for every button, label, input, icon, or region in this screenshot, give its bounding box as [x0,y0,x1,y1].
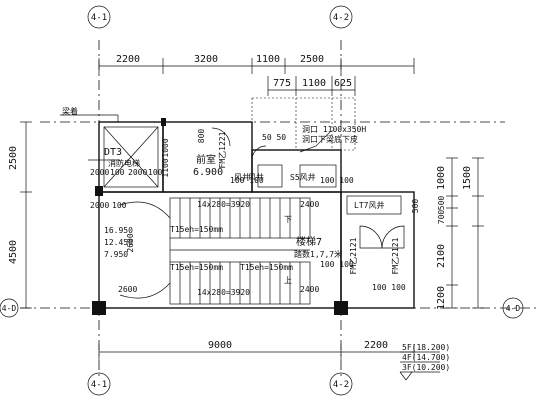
landing-dimension: 2600 [118,285,137,294]
structural-columns [92,118,348,315]
stair-flights [119,197,311,305]
dimension-text: 775 [273,78,291,89]
dimension-text: 1200 [436,286,447,310]
dimension-text: 100 100 [320,176,354,185]
axis-label: 4-D [506,304,521,313]
axis-bubble-top-right: 4-2 [329,5,353,29]
axis-label: 4-2 [333,13,349,23]
level-mark: 12.450 [104,238,133,247]
column [92,301,106,315]
dimension-text: 1000 [161,138,170,157]
column [161,118,166,126]
dimension-text: 100 100 [372,283,406,292]
dimension-text: 1100 [302,78,326,89]
dimension-text: 500 [411,199,420,214]
door-tag: FM乙1221 [218,131,227,168]
axis-bubble-bottom-left: 4-1 [87,372,111,396]
landing-dimension: 2400 [300,200,319,209]
axis-bubble-right-D: 4-D [502,297,524,319]
dimension-text: 2000 [128,168,147,177]
axis-label: 4-D [2,304,17,313]
dimension-text: 2500 [300,54,324,65]
dimension-text: 9000 [208,340,232,351]
dimension-text: 100 100 [230,176,264,185]
door-swings [211,127,405,249]
lobby-level-label: 6.900 [193,167,223,178]
dimension-text: 1500 [462,166,473,190]
dimension-text: 100 [112,201,127,210]
stair-direction-up: 上 [284,276,292,285]
bottom-dimension-chain: 9000 2200 [98,340,415,360]
dimension-text: 2500 [8,146,19,170]
labels: 梁着 DT3 消防电梯 前室 6.900 S5风井 风井 风井 LT7风井 楼梯… [62,106,420,297]
lobby-name-label: 前室 [196,153,216,166]
riser-label: T15eh=150mm [240,263,293,272]
dimension-text: 2000 [90,168,109,177]
axis-bubble-top-left: 4-1 [87,5,111,29]
stair-direction-down: 下 [284,215,292,224]
stair-note-label: 踏数1,7,7米 [294,249,342,259]
top-sub-dimension-chain: 775 1100 625 [267,76,356,96]
floor-level-entry: 4F(14.700) [402,353,450,362]
dimension-text: 50 50 [262,133,286,142]
floor-level-legend: 5F(18.200) 4F(14.700) 3F(10.200) [399,343,450,381]
dimension-text: 100 [110,168,125,177]
floor-level-entry: 3F(10.200) [402,363,450,372]
dimension-text: 500 [437,196,446,211]
stair-flight-label: 14x280=3920 [197,288,250,297]
door-tag: FM乙2121 [391,237,400,274]
door-tag: FM乙2121 [349,237,358,274]
landing-dimension: 2400 [300,285,319,294]
landing-dimension: 2600 [126,233,135,252]
lift-note-label: 消防电梯 [108,158,140,168]
dimension-text: 4500 [8,240,19,264]
axis-bubble-left-D: 4-D [0,298,19,318]
dimension-text: 3200 [194,54,218,65]
opening-note-label: 洞口下梁底下皮 [302,134,358,144]
dimension-text: 700 [437,210,446,225]
section-marks [60,114,331,161]
riser-label: T15eh=150mm [170,263,223,272]
dimension-text: 100 100 [320,260,354,269]
left-dimension-chain: 2500 4500 [8,121,32,309]
level-mark: 16.950 [104,226,133,235]
dimension-text: 1100 [161,158,170,177]
column [334,301,348,315]
vent-shaft-label: 风井 [234,172,250,182]
dimension-text: 2100 [436,244,447,268]
axis-label: 4-1 [91,13,107,23]
axis-bubbles: 4-1 4-2 4-1 4-2 4-D 4-D [0,5,524,396]
lt7-shaft-label: LT7风井 [354,200,384,210]
s5-shaft-room [251,149,342,193]
dimension-text: 800 [197,129,206,144]
lt7-shaft [346,195,402,215]
east-corridor [340,191,415,309]
dimension-text: 1000 [436,166,447,190]
stair-flight-label: 14x280=3920 [197,200,250,209]
opening-size-label: 洞口 1100x350H [302,124,366,134]
column [95,186,103,196]
dimension-text: 2200 [116,54,140,65]
dimension-text: 1100 [256,54,280,65]
axis-label: 4-2 [333,380,349,390]
right-dimension-chain: 1000 1500 500 700 2100 1200 [436,157,484,310]
dimension-text: 2200 [364,340,388,351]
dimension-text: 625 [334,78,352,89]
dimension-text: 2000 [90,201,109,210]
s5-shaft-label: S5风井 [290,172,316,182]
beam-note: 梁着 [62,106,78,116]
dimension-text: 100 [148,168,163,177]
axis-label: 4-1 [91,380,107,390]
vent-shaft-label: 风井 [248,172,264,182]
level-mark: 7.950 [104,250,128,259]
top-dimension-chain: 2200 3200 1100 2500 [98,54,415,74]
lift-code-label: DT3 [104,147,122,158]
stair-name-label: 楼梯7 [296,235,322,248]
axis-bubble-bottom-right: 4-2 [329,372,353,396]
floor-level-entry: 5F(18.200) [402,343,450,352]
riser-label: T15eh=150mm [170,225,223,234]
